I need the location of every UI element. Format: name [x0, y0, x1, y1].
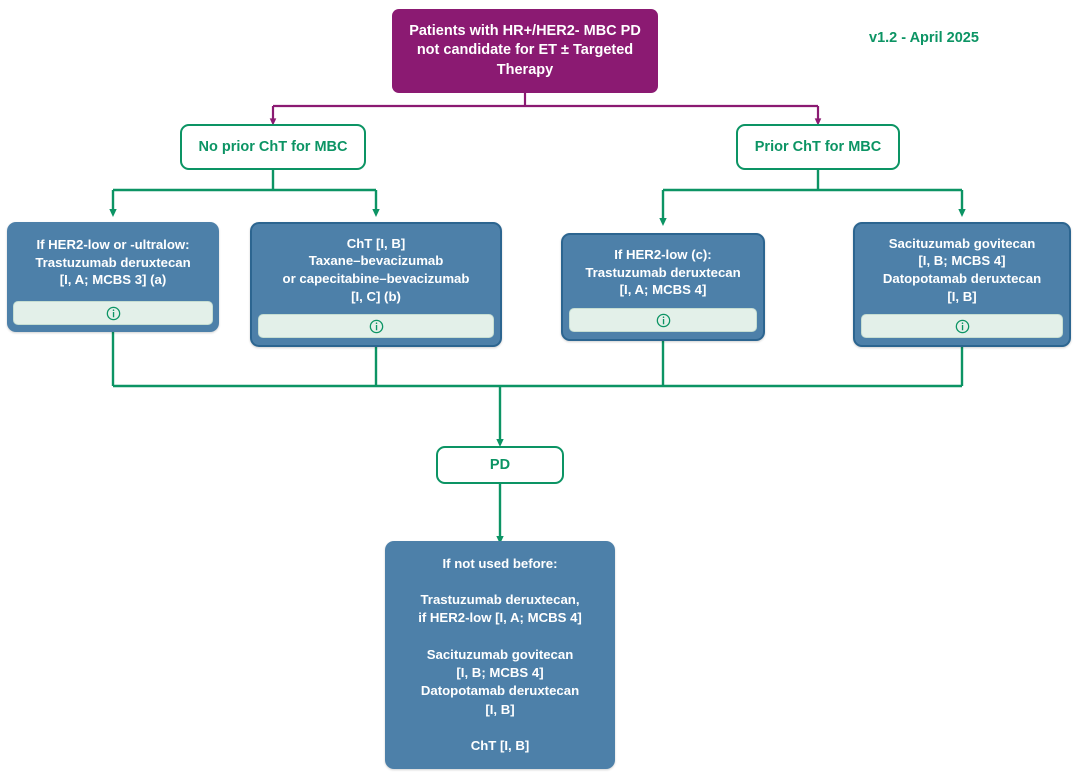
info-footer[interactable]	[861, 314, 1063, 338]
green-connectors	[109, 170, 966, 545]
info-icon[interactable]	[955, 319, 970, 334]
info-footer[interactable]	[569, 308, 757, 332]
node-pd: PD	[436, 446, 564, 484]
info-icon[interactable]	[106, 306, 121, 321]
info-footer[interactable]	[13, 301, 213, 325]
node-treatment-her2-low-ultralow: If HER2-low or -ultralow: Trastuzumab de…	[7, 222, 219, 332]
purple-connectors	[269, 93, 822, 126]
node-patients-root: Patients with HR+/HER2- MBC PD not candi…	[392, 9, 658, 93]
info-icon[interactable]	[656, 313, 671, 328]
version-label: v1.2 - April 2025	[869, 30, 979, 46]
node-treatment-cht-bevacizumab: ChT [I, B] Taxane–bevacizumab or capecit…	[250, 222, 502, 347]
info-icon[interactable]	[369, 319, 384, 334]
treatment-text: If HER2-low (c): Trastuzumab deruxtecan …	[585, 247, 741, 298]
node-treatment-sacituzumab-datopotamab: Sacituzumab govitecan [I, B; MCBS 4] Dat…	[853, 222, 1071, 347]
node-final-if-not-used-before: If not used before: Trastuzumab deruxtec…	[385, 541, 615, 769]
node-treatment-her2-low-prior: If HER2-low (c): Trastuzumab deruxtecan …	[561, 233, 765, 341]
node-no-prior-cht: No prior ChT for MBC	[180, 124, 366, 170]
treatment-text: Sacituzumab govitecan [I, B; MCBS 4] Dat…	[882, 235, 1042, 304]
treatment-text: If HER2-low or -ultralow: Trastuzumab de…	[35, 237, 191, 288]
info-footer[interactable]	[258, 314, 494, 338]
node-prior-cht: Prior ChT for MBC	[736, 124, 900, 170]
treatment-text: ChT [I, B] Taxane–bevacizumab or capecit…	[282, 235, 470, 304]
